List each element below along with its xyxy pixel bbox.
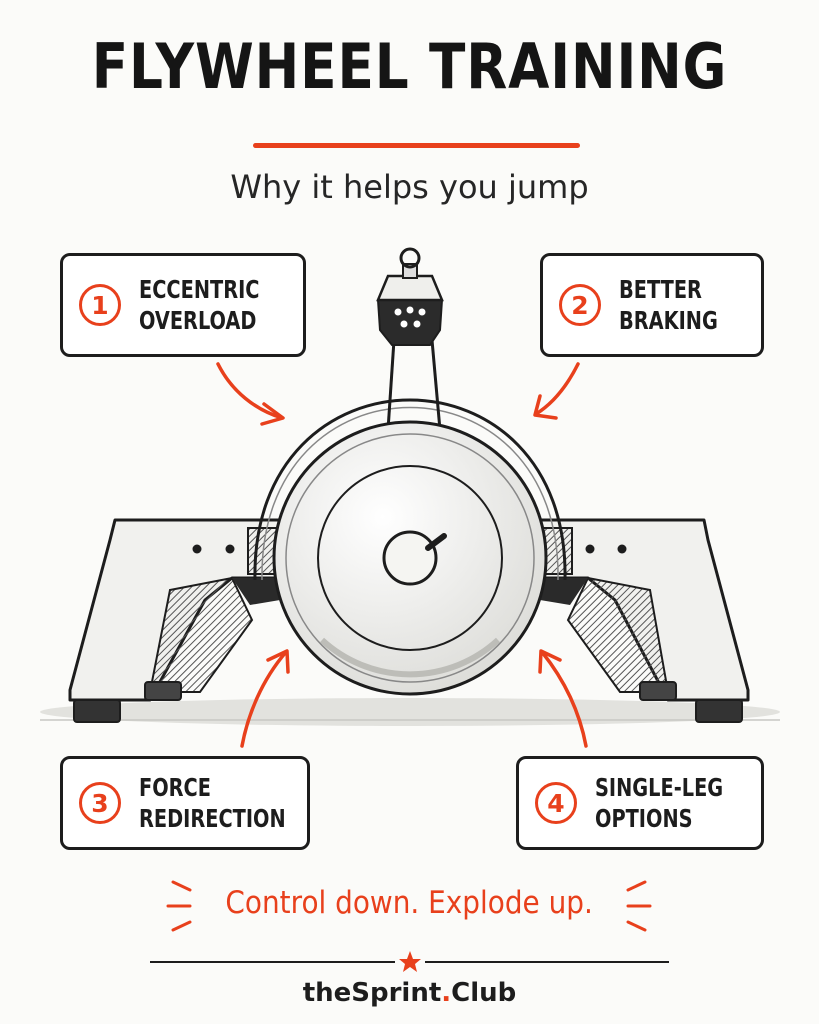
callout-label-line: BETTER	[619, 275, 702, 304]
callout-better-braking: 2 BETTER BRAKING	[540, 253, 764, 357]
callout-label-line: OPTIONS	[595, 804, 693, 833]
callout-number-badge: 4	[535, 782, 577, 824]
callout-label: SINGLE-LEG OPTIONS	[595, 772, 723, 834]
guard-arch	[253, 398, 567, 581]
callout-label: FORCE REDIRECTION	[139, 772, 286, 834]
callout-arrows	[216, 362, 588, 748]
footer-divider	[150, 951, 669, 972]
callout-eccentric-overload: 1 ECCENTRIC OVERLOAD	[60, 253, 306, 357]
tagline-accents	[166, 880, 652, 932]
title-underline	[253, 143, 580, 148]
callout-label: ECCENTRIC OVERLOAD	[139, 274, 259, 336]
page-title: FLYWHEEL TRAINING	[91, 30, 728, 103]
left-frame	[68, 518, 282, 723]
page-subtitle: Why it helps you jump	[230, 168, 589, 206]
callout-label-line: OVERLOAD	[139, 306, 257, 335]
right-frame	[538, 518, 750, 723]
callout-force-redirection: 3 FORCE REDIRECTION	[60, 756, 310, 850]
brand-dot: .	[441, 978, 452, 1008]
brand-logo: theSprint.Club	[0, 978, 819, 1008]
callout-label-line: SINGLE-LEG	[595, 773, 724, 802]
callout-number-badge: 3	[79, 782, 121, 824]
callout-label-line: BRAKING	[619, 306, 718, 335]
floor-shadow	[40, 698, 780, 726]
callout-number-badge: 2	[559, 284, 601, 326]
brand-name-suffix: Club	[451, 978, 517, 1008]
star-icon	[399, 951, 421, 972]
flywheel-disc	[272, 420, 548, 696]
callout-number-badge: 1	[79, 284, 121, 326]
brand-name-prefix: theSprint	[302, 978, 442, 1008]
pulley	[376, 247, 444, 431]
tagline: Control down. Explode up.	[0, 885, 819, 921]
callout-single-leg-options: 4 SINGLE-LEG OPTIONS	[516, 756, 764, 850]
callout-label-line: FORCE	[139, 773, 211, 802]
callout-label: BETTER BRAKING	[619, 274, 718, 336]
callout-label-line: ECCENTRIC	[139, 275, 260, 304]
callout-label-line: REDIRECTION	[139, 804, 286, 833]
tagline-text: Control down. Explode up.	[225, 885, 594, 921]
